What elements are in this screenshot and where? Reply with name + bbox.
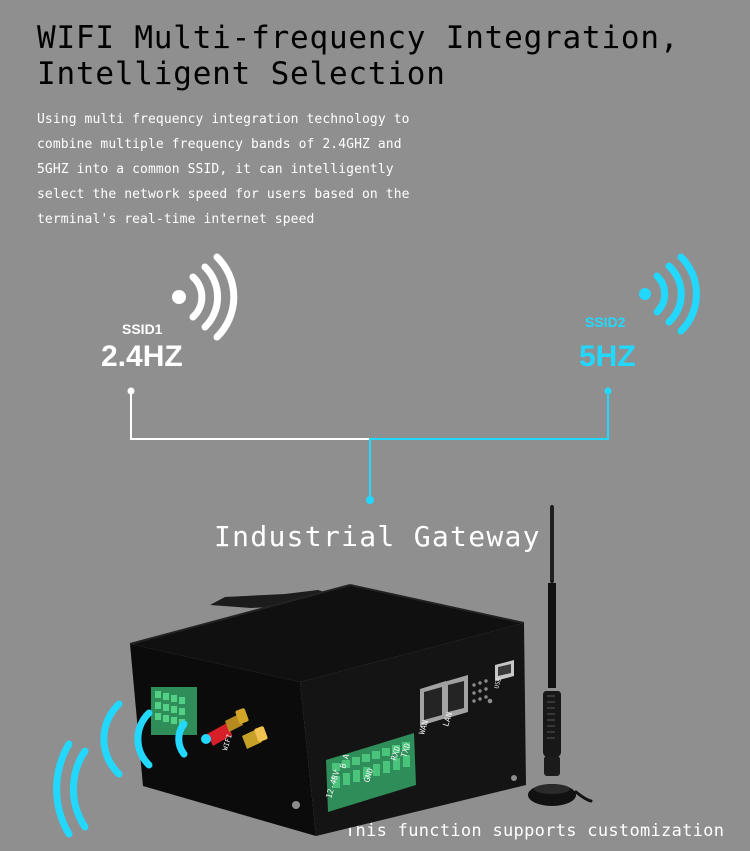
description-line-3: 5GHZ into a common SSID, it can intellig… — [37, 162, 394, 177]
power-marks: + - — [328, 767, 339, 781]
gateway-title: Industrial Gateway — [214, 520, 541, 553]
description-line-1: Using multi frequency integration techno… — [37, 112, 410, 127]
rxd-mark: RXD — [389, 745, 402, 762]
description-line-5: terminal's real-time internet speed — [37, 212, 315, 227]
usb-label: USB — [493, 677, 503, 690]
lan-port-label: LAN — [441, 711, 454, 728]
ab-marks: B A — [338, 753, 351, 770]
title-line-1: WIFI Multi-frequency Integration, — [37, 20, 680, 56]
ssid1-label: SSID1 — [122, 321, 163, 337]
gateway-device — [129, 584, 526, 836]
ssid2-label: SSID2 — [585, 314, 626, 330]
wan-port-label: WAN — [417, 719, 430, 736]
description-line-4: select the network speed for users based… — [37, 187, 410, 202]
connector-lines — [127, 387, 612, 504]
wifi-right-icon — [639, 253, 700, 335]
gnd-mark: GND — [362, 767, 375, 784]
wifi-lower-left-icon — [53, 700, 211, 838]
txd-mark: TXD — [399, 742, 412, 759]
description-text: Using multi frequency integration techno… — [37, 107, 467, 232]
sma-label: WIFI — [221, 733, 234, 751]
wifi-left-icon — [172, 253, 238, 341]
device-labels: + - B A GND 12-48V RXD TXD WAN LAN USB W… — [221, 677, 503, 800]
description-line-2: combine multiple frequency bands of 2.4G… — [37, 137, 402, 152]
page-title: WIFI Multi-frequency Integration, Intell… — [37, 20, 727, 92]
band1-label: 2.4HZ — [101, 340, 183, 373]
title-line-2: Intelligent Selection — [37, 56, 446, 92]
band2-label: 5HZ — [579, 340, 636, 373]
voltage-mark: 12-48V — [324, 769, 341, 799]
customization-note: This function supports customization — [345, 821, 725, 841]
